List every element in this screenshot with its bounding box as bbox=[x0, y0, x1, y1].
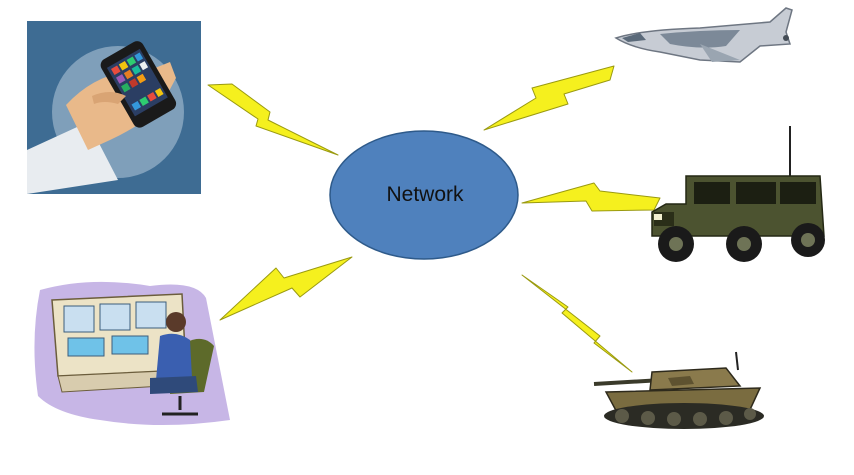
link-bolt-jet bbox=[483, 65, 615, 131]
fighter-jet-icon bbox=[614, 7, 793, 63]
network-hub bbox=[329, 130, 519, 260]
smartphone-icon bbox=[27, 21, 201, 194]
control-room-operator-icon bbox=[34, 281, 230, 425]
link-bolt-tank bbox=[521, 274, 633, 373]
link-bolt-phone bbox=[207, 83, 339, 156]
military-truck-icon bbox=[651, 126, 825, 262]
tank-icon bbox=[593, 351, 764, 429]
link-bolt-truck bbox=[521, 182, 661, 212]
link-bolt-operator bbox=[219, 256, 353, 321]
